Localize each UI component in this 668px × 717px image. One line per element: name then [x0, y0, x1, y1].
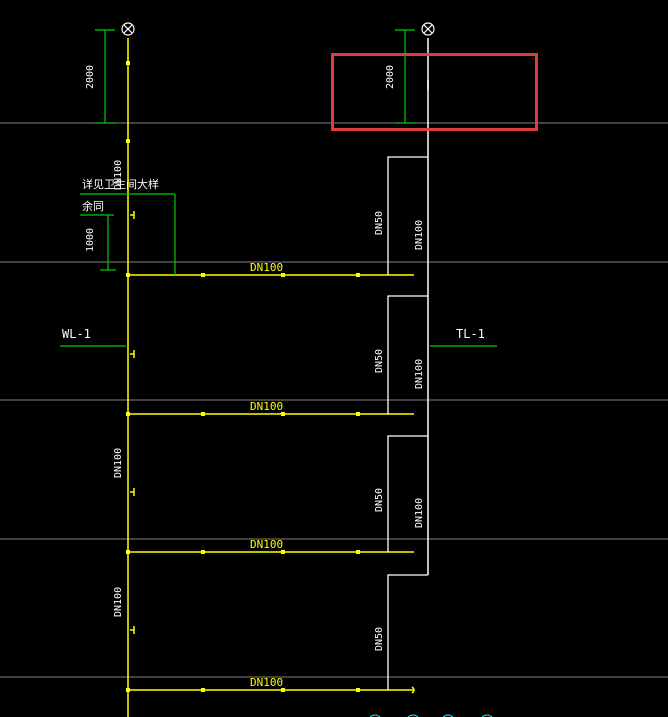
cyan-marks — [369, 714, 493, 717]
pipe-label-dn100-vertical: DN100 — [414, 497, 425, 528]
selection-box[interactable] — [331, 53, 538, 131]
riser-label-tl: TL-1 — [456, 327, 485, 341]
pipe-label-dn50-vertical: DN50 — [374, 487, 385, 512]
dimension-label-1000: 1000 — [85, 227, 96, 252]
dimension-label-2000: 2000 — [385, 64, 396, 89]
pipe-label-dn50-vertical: DN50 — [374, 626, 385, 651]
pipe-label-dn100: DN100 — [250, 400, 284, 413]
detail-reference-note: 详见卫生间大样 — [82, 178, 159, 191]
remaining-same-note: 余同 — [82, 200, 104, 213]
pipe-label-dn50-vertical: DN50 — [374, 348, 385, 373]
pipe-label-dn100: DN100 — [250, 538, 284, 551]
wl-riser — [127, 38, 135, 717]
riser-label-wl: WL-1 — [62, 327, 91, 341]
pipe-label-dn100-vertical: DN100 — [113, 586, 124, 617]
pipe-label-dn100-vertical: DN100 — [414, 358, 425, 389]
pipe-label-dn100-vertical: DN100 — [113, 447, 124, 478]
pipe-markers — [126, 61, 360, 692]
pipe-label-dn100: DN100 — [250, 676, 284, 689]
dimension-label-2000: 2000 — [85, 64, 96, 89]
pipe-label-dn100-vertical: DN100 — [414, 219, 425, 250]
vent-cap-icon — [121, 22, 135, 36]
pipe-label-dn100: DN100 — [250, 261, 284, 274]
dn50-branches — [387, 156, 428, 690]
horizontal-branches — [128, 274, 415, 694]
dimension-lines — [60, 29, 497, 347]
vent-cap-icon — [421, 22, 435, 36]
floor-lines — [0, 122, 668, 678]
pipe-label-dn50-vertical: DN50 — [374, 210, 385, 235]
